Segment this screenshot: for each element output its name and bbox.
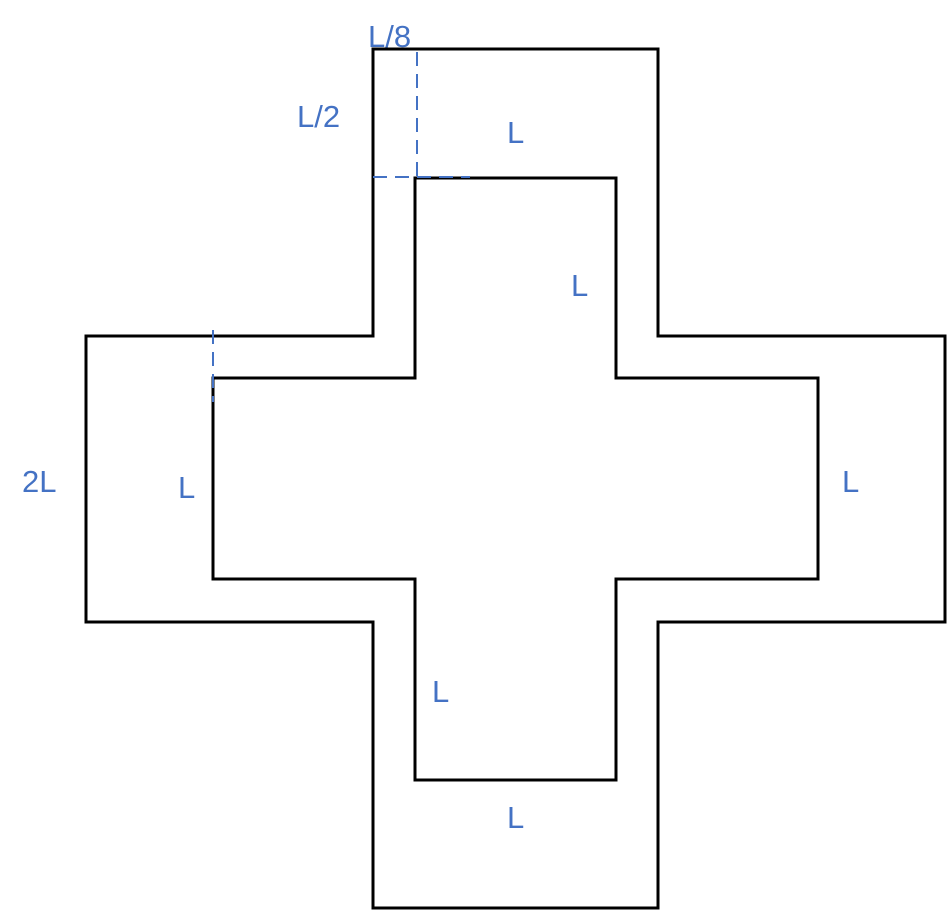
- label-top-inner-width: L: [507, 115, 524, 150]
- label-bottom-arm-left-side: L: [432, 674, 449, 709]
- label-bottom-inner-width: L: [507, 800, 524, 835]
- inner-cross-outline: [211, 176, 820, 782]
- label-gap-width: L/8: [368, 19, 411, 54]
- label-right-arm-upper-side: L: [571, 268, 588, 303]
- label-inner-right-height: L: [842, 464, 859, 499]
- label-outer-left-height: 2L: [22, 464, 56, 499]
- outer-cross-outline: [84, 47, 947, 910]
- label-inner-left-height: L: [178, 470, 195, 505]
- label-arm-offset: L/2: [297, 99, 340, 134]
